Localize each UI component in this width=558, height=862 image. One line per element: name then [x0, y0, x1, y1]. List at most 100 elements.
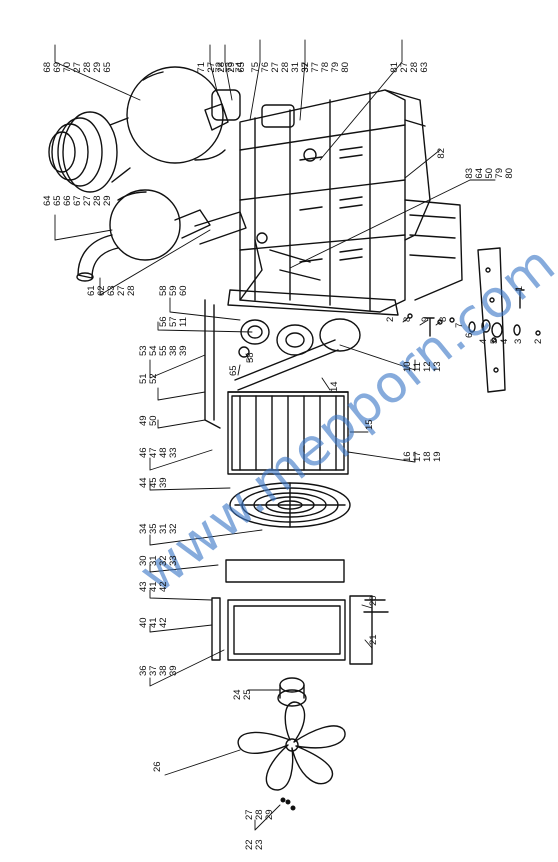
callout-number: 11 — [412, 362, 423, 372]
callout-number: 30 — [138, 555, 149, 566]
callout-hw-3: 3 — [513, 339, 524, 344]
callout-number: 49 — [138, 415, 149, 426]
callout-number: 17 — [412, 451, 423, 462]
callout-hw-8a: 8 — [402, 317, 413, 322]
callout-number: 27 — [206, 62, 217, 73]
callout-number: 58 — [245, 352, 256, 363]
callout-number: 29 — [226, 62, 237, 73]
callout-number: 28 — [409, 62, 420, 73]
callout-number: 25 — [242, 689, 253, 700]
callout-number: 52 — [148, 373, 159, 384]
callout-number: 28 — [82, 62, 93, 73]
callout-number: 79 — [330, 62, 341, 73]
callout-number: 6 — [464, 333, 475, 338]
callout-number: 65 — [236, 62, 247, 73]
callout-number: 76 — [260, 62, 271, 73]
bracket-hardware — [407, 247, 541, 393]
callout-number: 50 — [484, 168, 495, 179]
callout-number: 75 — [250, 62, 261, 73]
callout-number: 59 — [168, 285, 179, 296]
callout-number: 2 — [533, 339, 544, 344]
callout-hw-5: 5 — [489, 339, 500, 344]
callout-number: 27 — [82, 195, 93, 206]
callout-number: 65 — [52, 195, 63, 206]
callout-hw-9: 9 — [420, 317, 431, 322]
callout-number: 78 — [320, 62, 331, 73]
callout-number: 58 — [158, 285, 169, 296]
callout-number: 32 — [300, 62, 311, 73]
callout-number: 55 — [158, 345, 169, 356]
callout-number: 42 — [158, 581, 169, 592]
cooling-fan — [237, 701, 346, 791]
callout-number: 8 — [438, 317, 449, 322]
callout-number: 4 — [478, 339, 489, 344]
shroud-frames — [211, 559, 389, 665]
callout-number: 37 — [300, 62, 311, 73]
callout-number: 15 — [364, 419, 375, 430]
callout-number: 11 — [178, 317, 189, 327]
callout-number: 54 — [148, 345, 159, 356]
callout-number: 32 — [158, 555, 169, 566]
callout-number: 79 — [494, 168, 505, 179]
air-cleaner-upper — [48, 66, 241, 193]
callout-label-20: 20 — [368, 595, 379, 606]
callout-hw-4a: 4 — [478, 339, 489, 344]
callout-number: 48 — [158, 447, 169, 458]
callout-number: 80 — [504, 168, 515, 179]
callout-number: 68 — [42, 62, 53, 73]
callout-label-21: 21 — [368, 634, 379, 645]
callout-number: 33 — [168, 447, 179, 458]
leader-lines — [54, 39, 496, 831]
callout-number: 4 — [499, 339, 510, 344]
fan-guard — [229, 482, 351, 528]
callout-number: 31 — [148, 555, 159, 566]
callout-number: 70 — [62, 62, 73, 73]
callout-number: 16 — [402, 451, 413, 462]
callout-number: 13 — [432, 361, 443, 372]
callout-number: 7 — [454, 323, 465, 328]
callout-number: 65 — [228, 365, 239, 376]
callout-number: 26 — [152, 761, 163, 772]
callout-number: 38 — [168, 345, 179, 356]
callout-number: 19 — [432, 451, 443, 462]
callout-number: 67 — [72, 195, 83, 206]
callout-number: 24 — [232, 689, 243, 700]
callout-number: 1 — [514, 286, 525, 291]
callout-number: 41 — [148, 581, 159, 592]
pulley-assembly — [204, 299, 361, 429]
callout-label-26: 26 — [152, 761, 163, 772]
callout-number: 51 — [138, 373, 149, 384]
callout-number: 5 — [489, 339, 500, 344]
callout-number: 29 — [264, 809, 275, 820]
callout-number: 32 — [168, 523, 179, 534]
callout-label-65: 65 — [228, 365, 239, 376]
callout-number: 50 — [148, 415, 159, 426]
callout-number: 38 — [158, 665, 169, 676]
callout-number: 64 — [42, 195, 53, 206]
callout-number: 83 — [464, 168, 475, 179]
callout-hw-2b: 2 — [533, 339, 544, 344]
callout-number: 71 — [196, 62, 207, 73]
callout-number: 41 — [148, 617, 159, 628]
callout-number: 56 — [158, 316, 169, 327]
callout-number: 77 — [310, 62, 321, 73]
callout-hw-4b: 4 — [499, 339, 510, 344]
callout-number: 27 — [72, 62, 83, 73]
callout-number: 27 — [270, 62, 281, 73]
callout-number: 63 — [106, 285, 117, 296]
callout-number: 28 — [126, 285, 137, 296]
callout-number: 61 — [86, 285, 97, 296]
